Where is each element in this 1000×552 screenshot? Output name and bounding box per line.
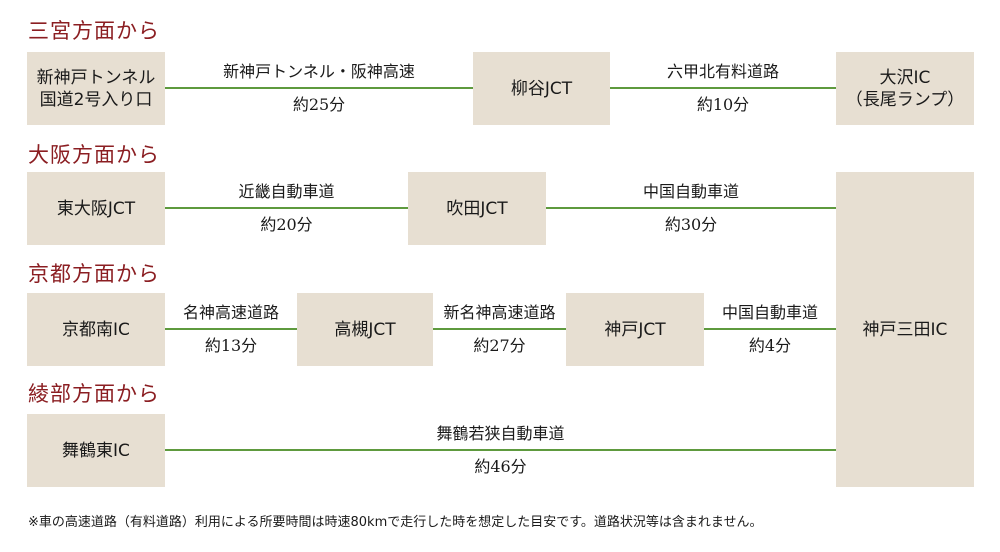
- node-label: 吹田JCT: [446, 198, 508, 219]
- node-suita-jct: 吹田JCT: [408, 172, 546, 245]
- node-label: （長尾ランプ）: [845, 89, 965, 110]
- route-time-label: 約46分: [474, 457, 527, 476]
- node-kobe-sanda-ic: 神戸三田IC: [836, 172, 974, 487]
- footnote: ※車の高速道路（有料道路）利用による所要時間は時速80kmで走行した時を想定した…: [28, 515, 763, 530]
- route-time-label: 約25分: [292, 95, 346, 114]
- route-line-kyoto-2: [433, 328, 566, 330]
- node-maizuru-higashi-ic: 舞鶴東IC: [27, 414, 165, 487]
- node-label: 高槻JCT: [334, 319, 396, 340]
- node-label: 新神戸トンネル: [36, 67, 156, 88]
- node-label: 京都南IC: [62, 319, 130, 340]
- node-label: 神戸三田IC: [862, 319, 948, 340]
- node-osawa-ic: 大沢IC （長尾ランプ）: [836, 52, 974, 125]
- route-time-label: 約13分: [204, 336, 258, 355]
- route-road-label: 六甲北有料道路: [666, 62, 779, 81]
- heading-ayabe: 綾部方面から: [28, 382, 160, 406]
- heading-kyoto: 京都方面から: [28, 262, 160, 286]
- route-line-sannomiya-2: [610, 87, 836, 89]
- node-label: 国道2号入り口: [39, 89, 153, 110]
- route-road-label: 新名神高速道路: [443, 303, 556, 322]
- route-line-kyoto-1: [165, 328, 297, 330]
- node-shinkobe-tunnel: 新神戸トンネル 国道2号入り口: [27, 52, 165, 125]
- route-time-label: 約20分: [260, 215, 313, 234]
- route-road-label: 近畿自動車道: [238, 182, 335, 201]
- node-label: 柳谷JCT: [510, 78, 573, 99]
- node-label: 大沢IC: [879, 67, 931, 88]
- route-line-osaka-2: [546, 207, 836, 209]
- route-road-label: 中国自動車道: [721, 303, 818, 322]
- node-kyoto-minami-ic: 京都南IC: [27, 293, 165, 366]
- route-road-label: 名神高速道路: [182, 303, 279, 322]
- route-time-label: 約30分: [664, 215, 718, 234]
- route-line-kyoto-3: [704, 328, 836, 330]
- node-takatsuki-jct: 高槻JCT: [297, 293, 433, 366]
- node-label: 舞鶴東IC: [62, 440, 130, 461]
- route-line-sannomiya-1: [165, 87, 473, 89]
- route-line-osaka-1: [165, 207, 408, 209]
- route-time-label: 約4分: [748, 336, 792, 355]
- node-label: 神戸JCT: [604, 319, 666, 340]
- heading-osaka: 大阪方面から: [28, 143, 160, 167]
- route-line-ayabe-1: [165, 449, 836, 451]
- node-yanagidani-jct: 柳谷JCT: [473, 52, 610, 125]
- node-kobe-jct: 神戸JCT: [566, 293, 704, 366]
- route-road-label: 新神戸トンネル・阪神高速: [223, 62, 415, 81]
- route-road-label: 舞鶴若狭自動車道: [436, 424, 565, 443]
- node-higashiosaka-jct: 東大阪JCT: [27, 172, 165, 245]
- route-time-label: 約27分: [473, 336, 526, 355]
- heading-sannomiya: 三宮方面から: [28, 19, 160, 43]
- route-road-label: 中国自動車道: [642, 182, 739, 201]
- route-time-label: 約10分: [696, 95, 750, 114]
- node-label: 東大阪JCT: [56, 198, 136, 219]
